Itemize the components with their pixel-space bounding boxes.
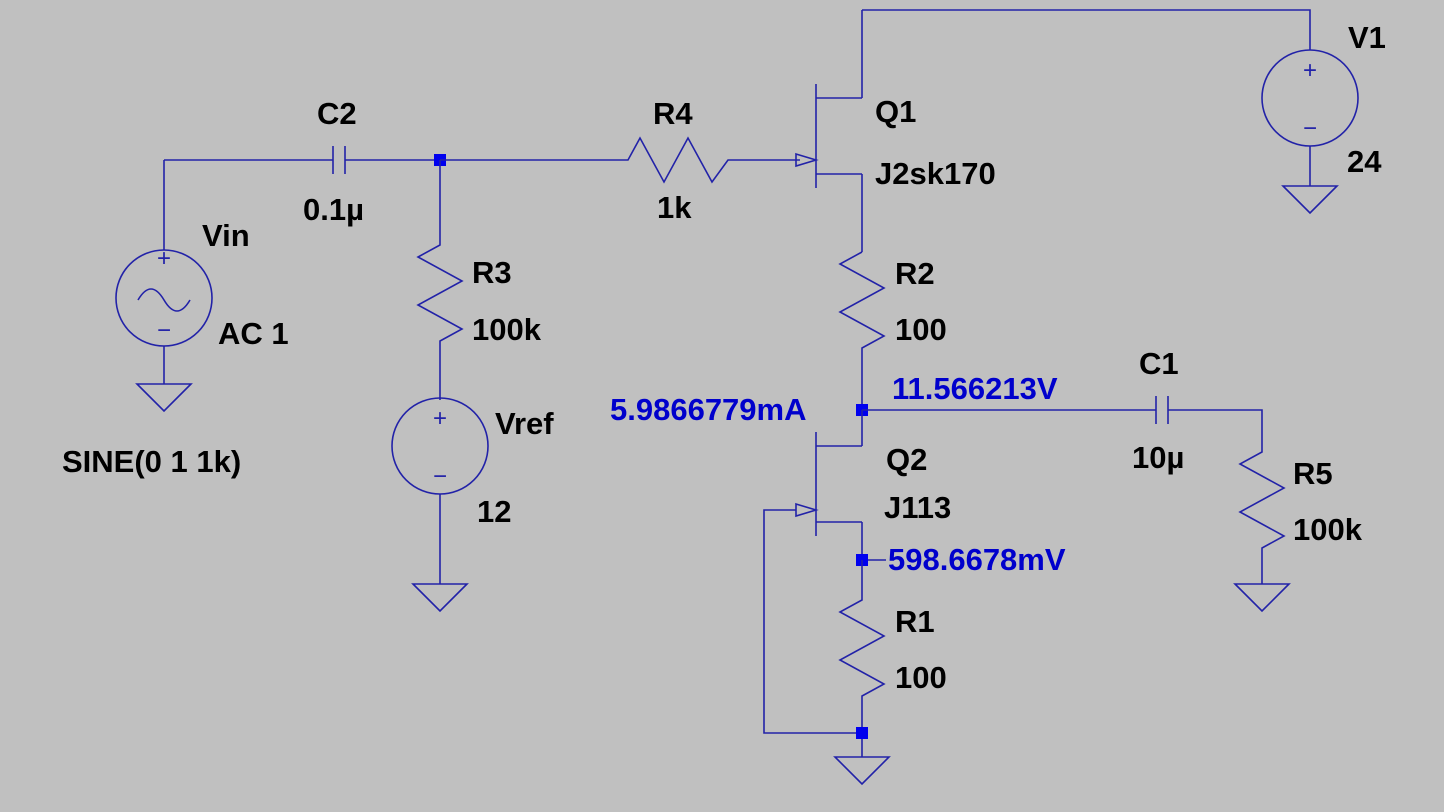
q2-model: J113: [884, 490, 951, 525]
r2-name: R2: [895, 256, 935, 291]
r4-name: R4: [653, 96, 693, 131]
c1-value: 10µ: [1132, 440, 1184, 475]
c1-capacitor[interactable]: [1155, 396, 1263, 440]
q2-name: Q2: [886, 442, 927, 477]
v1-ground-icon: [1281, 185, 1339, 215]
node-junction-ground: [856, 727, 868, 739]
q1-name: Q1: [875, 94, 916, 129]
r1-ground-icon: [833, 756, 891, 786]
drain-current-readout: 5.9866779mA: [610, 392, 807, 427]
v1-plus-sign: +: [1303, 57, 1317, 84]
vref-name: Vref: [495, 406, 554, 441]
v1-minus-sign: −: [1303, 115, 1317, 142]
vin-source[interactable]: + −: [115, 160, 213, 384]
vin-name: Vin: [202, 218, 250, 253]
r4-resistor[interactable]: [616, 136, 800, 184]
r3-resistor[interactable]: [416, 160, 464, 400]
v1-source[interactable]: + −: [1261, 49, 1359, 186]
vref-minus-sign: −: [433, 463, 447, 490]
r3-value: 100k: [472, 312, 542, 347]
wire-supply: [862, 9, 1311, 50]
q1-jfet[interactable]: [795, 10, 863, 252]
q2-jfet[interactable]: [795, 410, 863, 560]
wire-gate-feedback: [763, 509, 862, 734]
vref-source[interactable]: + −: [391, 397, 489, 584]
vin-plus-sign: +: [157, 245, 171, 272]
vref-value: 12: [477, 494, 511, 529]
r1-resistor[interactable]: [838, 560, 886, 757]
vin-ground-icon: [135, 383, 193, 413]
c1-name: C1: [1139, 346, 1179, 381]
v1-name: V1: [1348, 20, 1386, 55]
vin-transient-spec: SINE(0 1 1k): [62, 444, 241, 479]
r4-value: 1k: [657, 190, 692, 225]
r5-name: R5: [1293, 456, 1333, 491]
output-voltage-readout: 11.566213V: [892, 371, 1058, 406]
r5-value: 100k: [1293, 512, 1363, 547]
r1-value: 100: [895, 660, 947, 695]
vref-plus-sign: +: [433, 405, 447, 432]
r3-name: R3: [472, 255, 512, 290]
c2-capacitor[interactable]: [164, 146, 440, 174]
r1-name: R1: [895, 604, 935, 639]
vin-value: AC 1: [218, 316, 289, 351]
r2-value: 100: [895, 312, 947, 347]
r2-resistor[interactable]: [838, 251, 886, 410]
c2-name: C2: [317, 96, 357, 131]
r5-ground-icon: [1233, 583, 1291, 613]
c2-value: 0.1µ: [303, 192, 364, 227]
q1-model: J2sk170: [875, 156, 996, 191]
source-voltage-readout: 598.6678mV: [888, 542, 1066, 577]
vref-ground-icon: [411, 583, 469, 613]
r5-resistor[interactable]: [1238, 440, 1286, 584]
v1-value: 24: [1347, 144, 1382, 179]
vin-minus-sign: −: [157, 317, 171, 344]
